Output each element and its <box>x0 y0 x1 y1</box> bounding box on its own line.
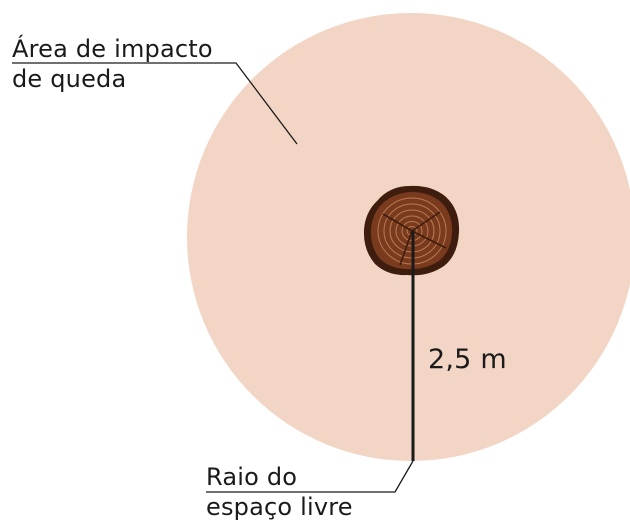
radius-label-line2: espaço livre <box>206 493 353 521</box>
impact-area-label: Área de impacto de queda <box>12 34 213 94</box>
impact-area-leader-line <box>12 62 298 145</box>
radius-label-line1: Raio do <box>206 463 298 491</box>
impact-area-label-line2: de queda <box>12 65 127 93</box>
impact-area-label-line1: Área de impacto <box>12 35 213 63</box>
radius-leader-line <box>206 460 414 493</box>
radius-label: Raio do espaço livre <box>206 462 353 522</box>
radius-value-label: 2,5 m <box>428 344 507 375</box>
